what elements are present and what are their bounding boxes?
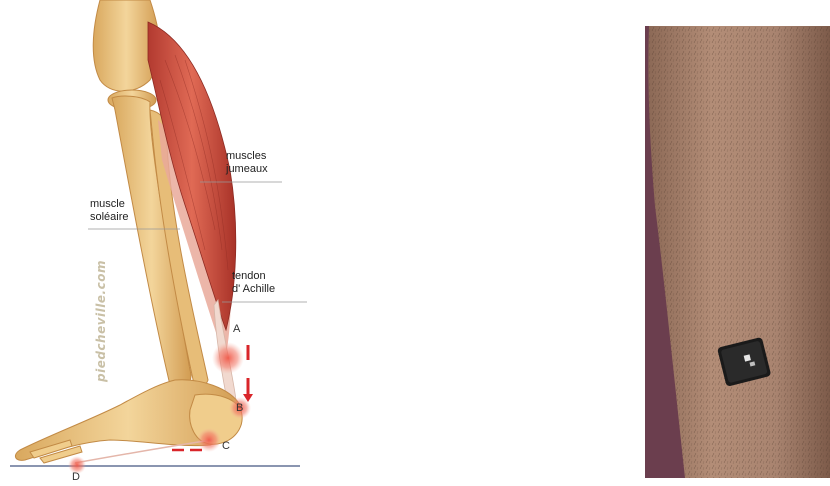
point-a-highlight: [212, 342, 244, 374]
leg-sensor-photo: [645, 26, 830, 478]
point-b-label: B: [236, 402, 243, 414]
point-c-highlight: [197, 428, 221, 452]
point-d-label: D: [72, 471, 80, 483]
watermark-text: piedcheville.com: [94, 260, 108, 382]
vertical-arrow: [243, 345, 253, 402]
anatomy-illustration: muscles jumeaux muscle soléaire tendon d…: [0, 0, 330, 486]
leg-anatomy-drawing: [0, 0, 330, 486]
soleus-label: muscle soléaire: [90, 198, 129, 224]
point-c-label: C: [222, 440, 230, 452]
gastrocnemius-label: muscles jumeaux: [226, 150, 268, 176]
point-a-label: A: [233, 323, 240, 335]
achilles-label: tendon d' Achille: [232, 270, 275, 296]
photo-drawing: [645, 26, 830, 478]
plantar-fascia-line: [75, 440, 212, 463]
